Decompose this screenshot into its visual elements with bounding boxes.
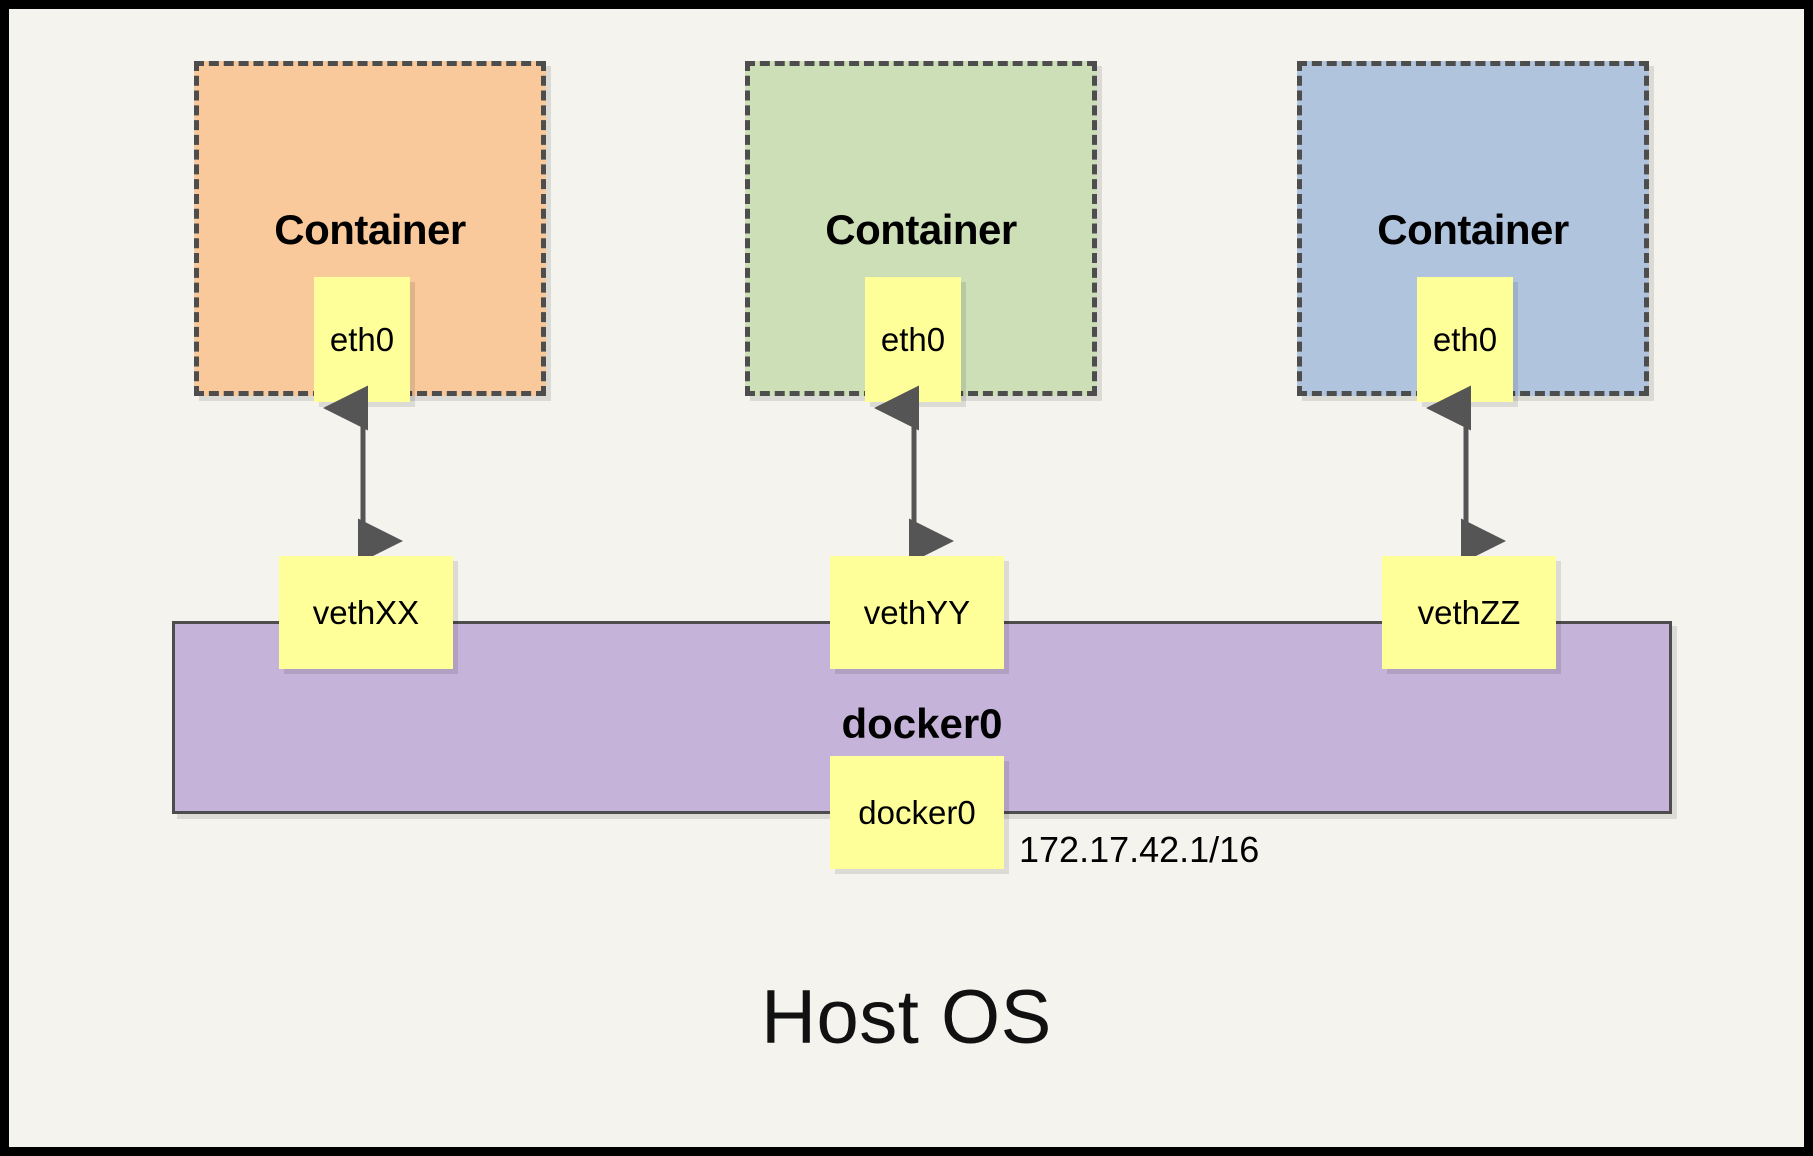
veth-box-2: vethYY bbox=[830, 556, 1004, 669]
eth0-box-2: eth0 bbox=[865, 277, 961, 402]
docker0-nic-box: docker0 bbox=[830, 756, 1004, 869]
veth-link-arrow-2 bbox=[874, 385, 954, 564]
veth-box-3: vethZZ bbox=[1382, 556, 1556, 669]
container-title-3: Container bbox=[1377, 206, 1569, 253]
veth-link-arrow-3 bbox=[1426, 385, 1506, 564]
container-title-2: Container bbox=[825, 206, 1017, 253]
docker0-ip-label: 172.17.42.1/16 bbox=[1019, 829, 1260, 870]
docker0-bridge-title: docker0 bbox=[841, 700, 1003, 747]
eth0-box-3: eth0 bbox=[1417, 277, 1513, 402]
host-os-label: Host OS bbox=[761, 975, 1052, 1060]
veth-link-arrow-1 bbox=[323, 385, 403, 564]
container-title-1: Container bbox=[274, 206, 466, 253]
veth-box-1: vethXX bbox=[279, 556, 453, 669]
eth0-box-1: eth0 bbox=[314, 277, 410, 402]
